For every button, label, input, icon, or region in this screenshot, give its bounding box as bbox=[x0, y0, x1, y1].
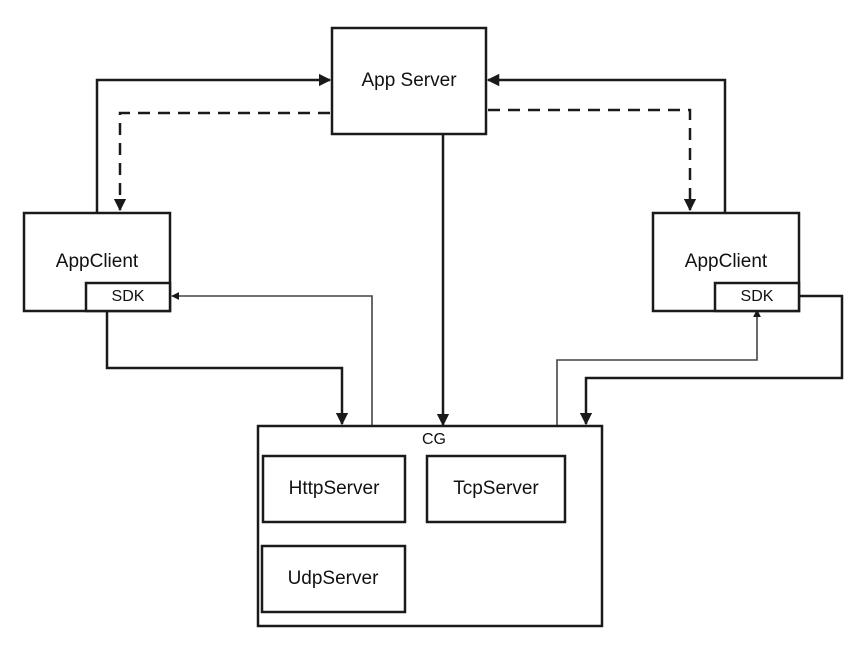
app-server-node: App Server bbox=[330, 26, 488, 136]
left-client-to-server-connector bbox=[95, 73, 332, 212]
left-sdk-label: SDK bbox=[112, 288, 145, 305]
cg-label: CG bbox=[422, 431, 446, 448]
server-to-left-client-connector bbox=[113, 111, 330, 212]
right-sdk-label: SDK bbox=[741, 288, 774, 305]
right-sdk-to-cg-connector bbox=[579, 294, 844, 426]
cg-node: CG HttpServer TcpServer UdpServer bbox=[256, 424, 604, 628]
left-client-to-cg-connector bbox=[105, 312, 349, 426]
udp-server-box bbox=[260, 544, 407, 614]
http-server-label: HttpServer bbox=[289, 478, 380, 499]
app-server-label: App Server bbox=[361, 70, 457, 91]
left-sdk-box bbox=[84, 281, 172, 313]
right-app-client-node: AppClient SDK bbox=[651, 211, 801, 313]
tcp-server-label: TcpServer bbox=[453, 478, 539, 499]
server-to-right-client-connector bbox=[488, 108, 697, 212]
left-app-client-node: AppClient SDK bbox=[22, 211, 172, 313]
cg-to-right-sdk-connector bbox=[556, 309, 761, 425]
left-app-client-label: AppClient bbox=[56, 251, 139, 272]
right-sdk-box bbox=[713, 281, 801, 313]
cg-to-left-sdk-connector bbox=[171, 292, 373, 425]
right-app-client-label: AppClient bbox=[685, 251, 768, 272]
udp-server-label: UdpServer bbox=[288, 568, 379, 589]
http-server-box bbox=[261, 454, 407, 524]
right-client-to-server-connector bbox=[486, 73, 727, 212]
tcp-server-box bbox=[425, 454, 567, 524]
